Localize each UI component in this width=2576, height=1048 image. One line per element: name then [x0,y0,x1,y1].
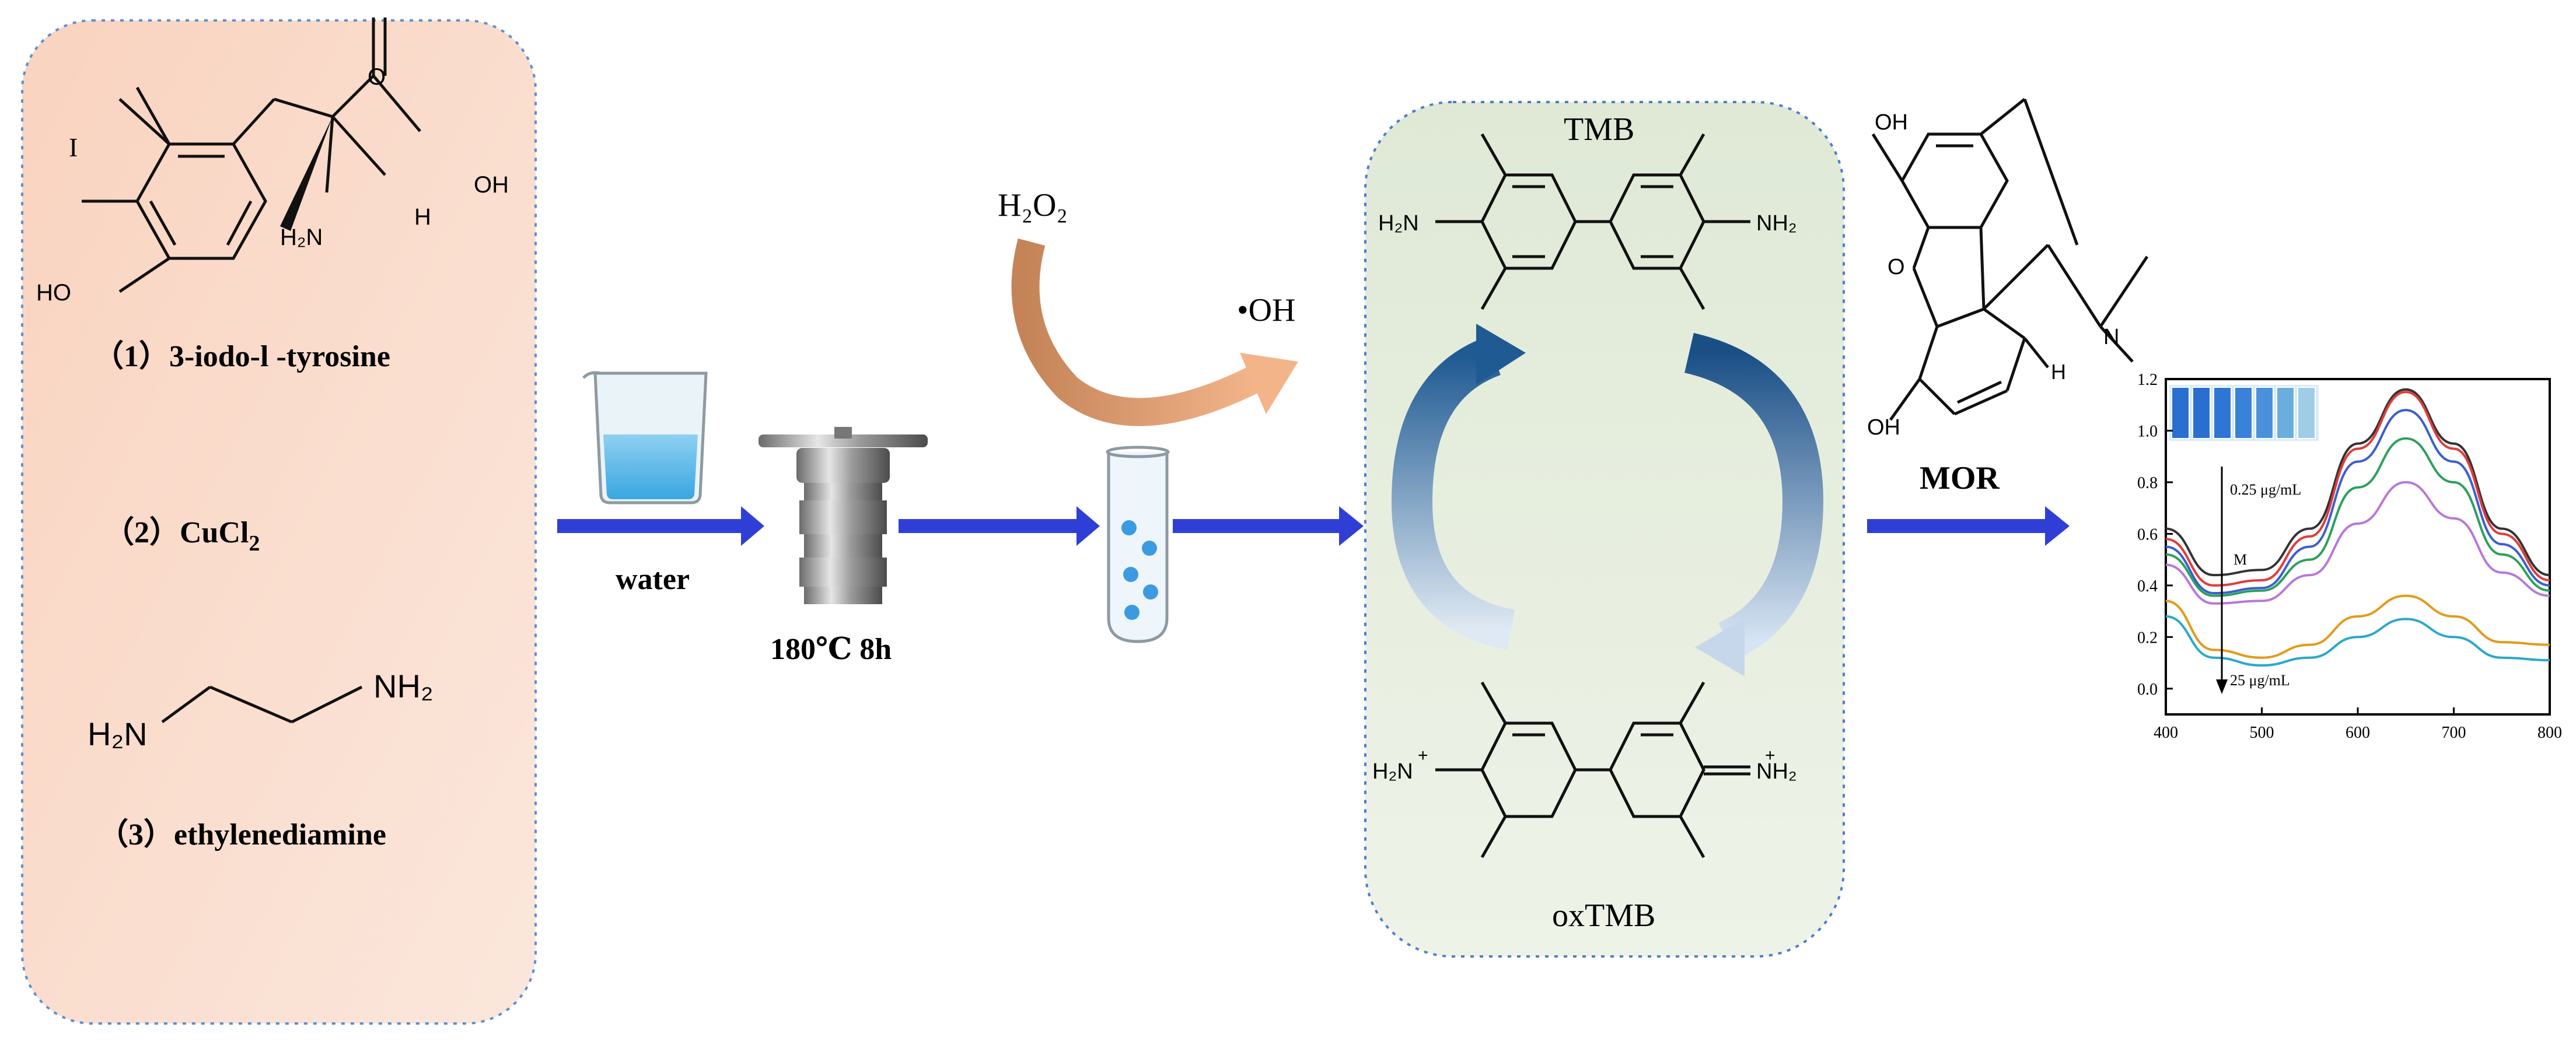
oxtmb-right-amine: NH₂ [1756,759,1797,784]
arrow-3 [1173,506,1364,546]
reagent-2-label: （2）CuCl2 [104,516,260,556]
x-tick-label: 800 [2537,724,2562,742]
oxtmb-right-charge: + [1765,746,1775,765]
series-line-3 [2165,409,2550,595]
h2o2-to-oh-arrow [1011,238,1261,426]
reactor-icon [759,427,928,604]
oxtmb-title: oxTMB [1552,898,1655,934]
x-tick-label: 400 [2154,724,2178,742]
cycle-arrowhead-right [1695,618,1745,677]
tmb-right-amine: NH₂ [1756,211,1797,236]
cuvette-inset [2169,385,2319,441]
x-tick-label: 700 [2442,724,2466,742]
h2o2-label: H₂O₂ [998,187,1068,223]
carbonyl-o-label: O [368,64,386,90]
y-tick-label: 0.8 [2137,474,2158,492]
eda-left-amine: H₂N [88,716,148,752]
cycle-arrow-right [1684,332,1824,660]
cuvette-7 [2297,387,2316,439]
series-line-1 [2165,388,2550,577]
y-tick-label: 0.4 [2137,577,2158,595]
arrow-1 [557,506,764,546]
reagent-1-label: （1）3-iodo-l -tyrosine [93,339,390,373]
ethylenediamine-structure [161,685,363,724]
tmb-panel: TMB H₂N NH₂ [1364,101,1845,958]
x-tick-label: 600 [2346,724,2370,742]
stereo-wedge [280,117,333,231]
cuvette-3 [2213,387,2232,439]
arrow-2 [899,506,1100,546]
y-axis-ticks: 0.0 0.2 0.4 0.6 0.8 1.0 1.2 [2137,371,2173,699]
oh-radical-label: •OH [1237,292,1296,328]
cuvette-2 [2192,387,2211,439]
y-tick-label: 0.0 [2137,681,2158,699]
reagents-panel: I O OH H₂N H HO （1）3-iodo-l -tyrosine （2… [21,17,537,1025]
h2o2-to-oh-arrowhead [1240,353,1298,414]
morphine-oh-top: OH [1875,110,1908,135]
cycle-arrowhead-left [1476,324,1526,385]
cuvette-1 [2171,387,2190,439]
oxtmb-left-amine: H₂N [1372,759,1413,784]
tmb-panel-bg [1364,101,1845,958]
cuvette-6 [2276,387,2295,439]
beaker-icon [582,371,708,504]
reagents-panel-bg [21,19,537,1025]
morphine-ring-o: O [1888,255,1905,279]
series-line-6 [2165,594,2550,659]
tmb-left-amine: H₂N [1378,211,1419,236]
arrow-4 [1867,506,2070,546]
tmb-title: TMB [1564,111,1634,148]
water-label: water [616,563,690,596]
y-tick-label: 0.6 [2137,525,2158,544]
y-tick-label: 1.2 [2137,371,2158,389]
oxtmb-left-charge: + [1418,746,1428,765]
reactor-condition-label: 180℃ 8h [770,633,892,666]
annotation-middle: M [2234,551,2247,568]
tmb-structure [1435,133,1750,310]
series-line-2 [2165,391,2550,587]
phenol-label: HO [36,280,71,306]
morphine-h: H [2051,360,2066,384]
cuvette-4 [2234,387,2253,439]
mor-label: MOR [1920,460,2000,496]
morphine-structure [1871,98,2149,421]
acid-oh-label: OH [474,172,509,198]
morphine-n: N [2103,325,2119,349]
y-tick-label: 0.2 [2137,629,2158,647]
morphine-oh-bottom: OH [1867,415,1900,440]
cuvette-5 [2255,387,2274,439]
x-tick-label: 500 [2250,724,2274,742]
process-arrows [557,506,2070,546]
iodine-label: I [69,132,78,162]
test-tube-icon [1106,446,1170,643]
amine-label: H₂N [280,225,323,250]
annotation-top: 0.25 μg/mL [2230,481,2301,498]
reagent-3-label: （3）ethylenediamine [98,818,386,851]
alpha-h-label: H [414,204,431,230]
annotation-bottom: 25 μg/mL [2230,672,2290,689]
y-tick-label: 1.0 [2137,422,2158,440]
eda-right-amine: NH₂ [373,668,434,704]
series-line-4 [2165,437,2550,597]
cycle-arrow-left [1391,337,1515,650]
series-line-5 [2165,481,2550,605]
concentration-arrowhead [2216,679,2228,694]
oxtmb-structure [1435,681,1750,858]
absorbance-chart: 0.0 0.2 0.4 0.6 0.8 1.0 1.2 400 500 600 700 800 0.… [2137,371,2562,742]
x-axis-ticks: 400 500 600 700 800 [2154,707,2562,742]
